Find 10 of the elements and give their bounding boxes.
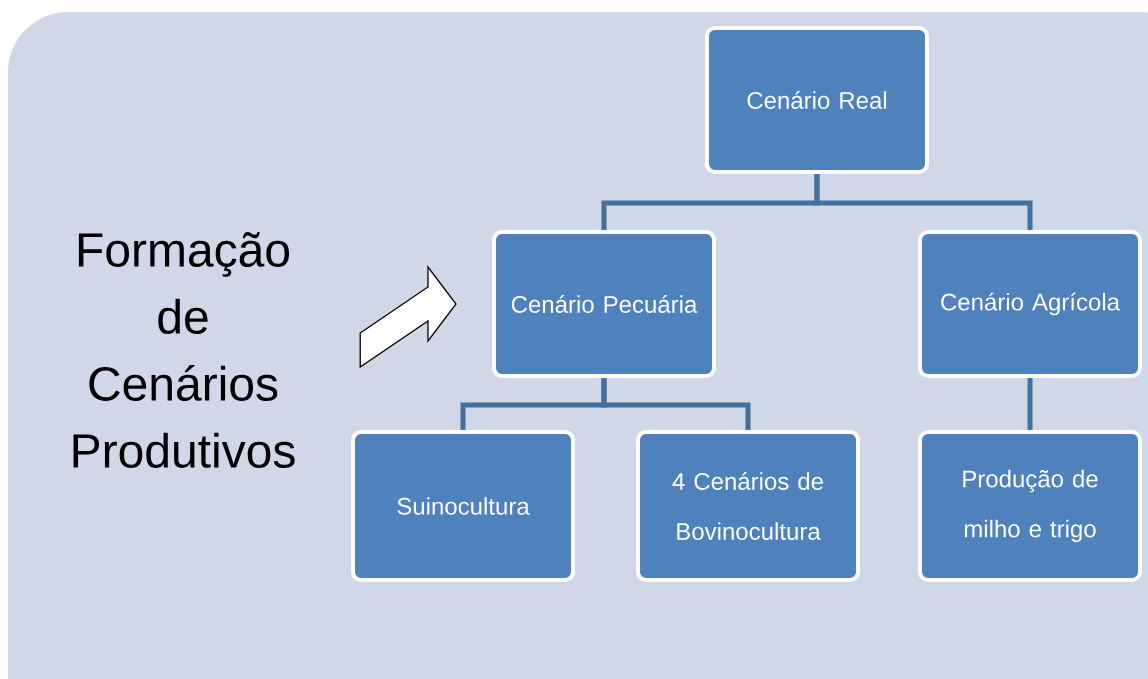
process-box: Produção de milho e trigo (918, 430, 1142, 582)
title-text: Formação de Cenários Produtivos (73, 232, 295, 468)
process-box: Suinocultura (351, 430, 575, 582)
connector-line (814, 174, 1033, 230)
connector-line (601, 378, 751, 430)
connector-line (1027, 378, 1033, 430)
process-box: Cenário Real (705, 26, 929, 174)
process-box: Cenário Pecuária (492, 230, 716, 378)
process-box: 4 Cenários de Bovinocultura (636, 430, 860, 582)
process-box: Cenário Agrícola (918, 230, 1142, 378)
